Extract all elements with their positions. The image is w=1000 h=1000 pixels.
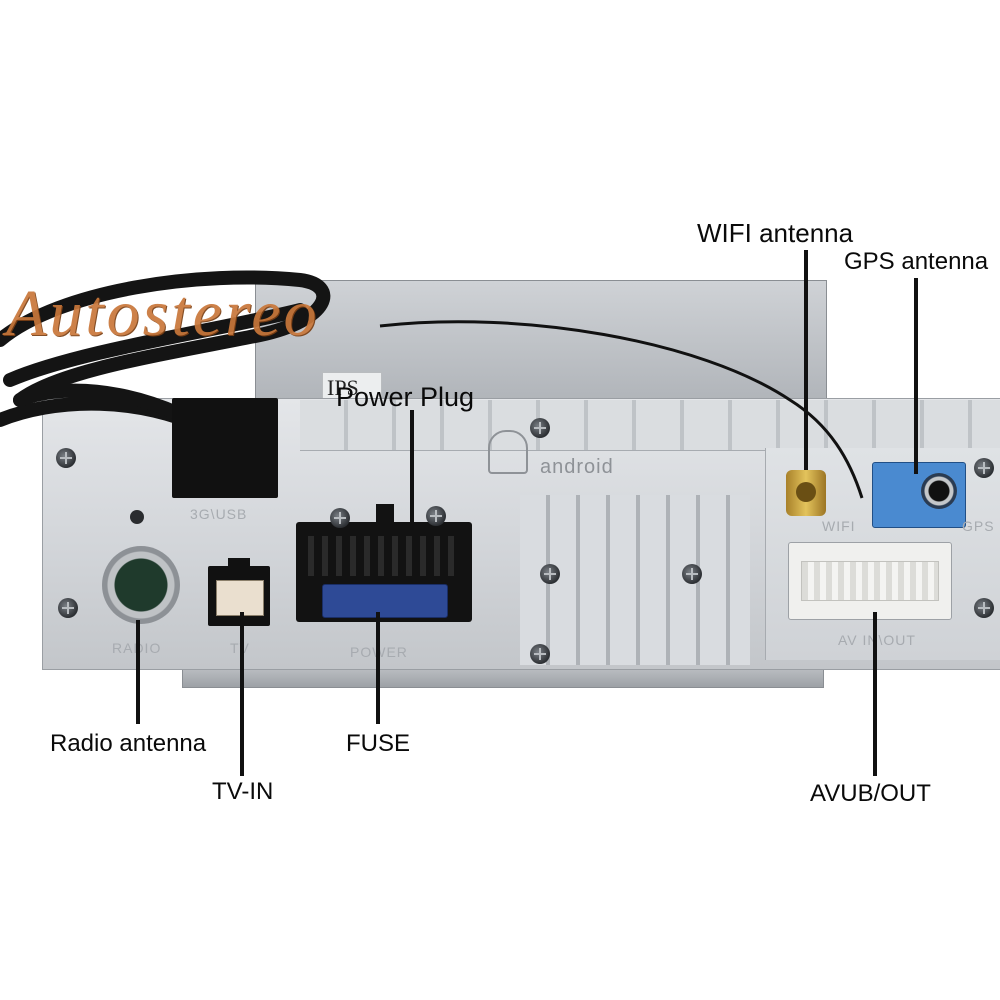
android-label: android [540,456,614,478]
screw [530,418,550,438]
radio-antenna-callout: Radio antenna [50,730,207,757]
radio-leader-line [136,620,140,724]
screw [426,506,446,526]
gps-leader-line [914,278,918,474]
tv-port-label: TV [230,640,250,656]
usb-cable-bracket [172,398,278,498]
screw [974,598,994,618]
fuse-callout: FUSE [346,730,411,757]
fuse-holder[interactable] [322,584,448,618]
tv-in-connector[interactable] [208,558,270,626]
gps-antenna-connector[interactable] [872,462,966,528]
gps-sticker-text: IPS [327,375,359,400]
screw [56,448,76,468]
wifi-antenna-callout: WIFI antenna [697,218,854,248]
av-out-callout: AVUB/OUT [810,780,931,807]
power-plug-connector[interactable] [296,504,472,622]
power-plug-callout: Power Plug [336,382,475,412]
screw [974,458,994,478]
radio-antenna-jack[interactable] [102,546,180,624]
wifi-cable [379,320,864,499]
av-leader-line [873,612,877,776]
android-robot-icon [488,430,528,474]
usb-port-label: 3G\USB [190,506,248,522]
screw [330,508,350,528]
heatsink-fins [300,400,1000,451]
screw [540,564,560,584]
power-plug-leader-line [410,410,414,530]
tv-in-callout: TV-IN [212,778,274,805]
wifi-port-label: WIFI [822,518,856,534]
wifi-leader-line [804,250,808,470]
fuse-leader-line [376,612,380,724]
wifi-antenna-connector[interactable] [786,470,826,516]
autostereo-watermark: Autostereo [6,277,320,350]
screw [58,598,78,618]
screw [530,644,550,664]
screw [682,564,702,584]
heatsink-ribs [520,495,750,665]
mount-hole [130,510,144,524]
gps-port-label: GPS [962,518,995,534]
gps-antenna-callout: GPS antenna [844,248,989,275]
tv-leader-line [240,612,244,776]
av-in-out-connector[interactable] [788,542,952,620]
